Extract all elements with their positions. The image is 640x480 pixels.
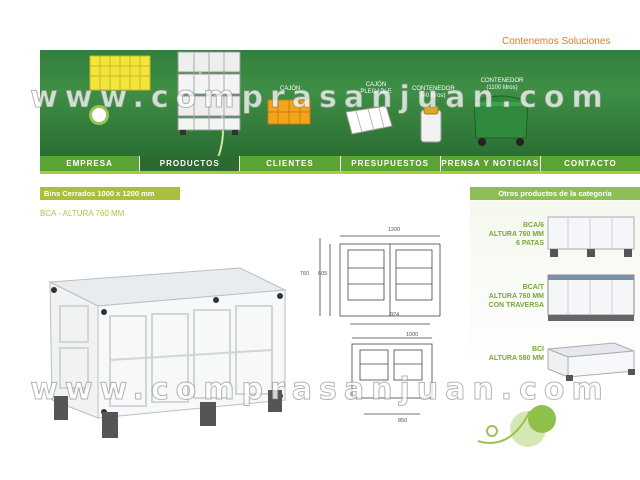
sidebar-item-bca6[interactable]: BCA/6 ALTURA 760 MM 6 PATAS (470, 211, 640, 271)
sidebar-item-bci-line1: BCI (531, 346, 544, 353)
product-cajon-plegable-label[interactable]: CAJÓN PLEGABLE (360, 82, 392, 95)
watermark-top: www.comprasanjuan.com (30, 80, 610, 116)
sidebar-item-bca6-line1: BCA/6 (522, 222, 544, 229)
sidebar-item-bci[interactable]: BCI ALTURA 580 MM (470, 337, 640, 397)
nav-item-empresa[interactable]: EMPRESA (40, 156, 141, 171)
product-contenedor-1100-image[interactable] (470, 90, 532, 148)
dim-inner-width: 924 (390, 312, 400, 318)
product-bins-tolva-label[interactable]: BINS TOLVA MODULAR (174, 40, 240, 46)
header-slogan: Contenemos Soluciones (502, 36, 611, 47)
sidebar-item-bca6-line2: ALTURA 760 MM (488, 231, 544, 238)
dim-height-outer: 760 (300, 271, 310, 277)
sidebar-item-bci-image[interactable] (544, 337, 638, 381)
product-cajon-label[interactable]: CAJÓN (280, 86, 301, 92)
nav-item-contacto[interactable]: CONTACTO (564, 159, 617, 168)
nav-item-clientes[interactable]: CLIENTES (240, 156, 341, 171)
dim-height-inner: 605 (318, 271, 328, 277)
category-tag: Bins Cerrados 1000 x 1200 mm (40, 187, 180, 200)
header-banner: BINS BINS TOLVA MODULAR CAJÓN CAJÓN PLEG… (40, 38, 640, 156)
sidebar-panel: BCA/6 ALTURA 760 MM 6 PATAS BCA/T ALTURA… (470, 201, 640, 480)
product-contenedor-40-image[interactable] (418, 104, 444, 144)
dim-side-inner: 850 (398, 418, 408, 424)
product-cajon-image[interactable] (266, 96, 312, 126)
product-subtitle: BCA - ALTURA 760 MM (40, 209, 125, 218)
sidebar-item-bcat[interactable]: BCA/T ALTURA 760 MM CON TRAVERSA (470, 271, 640, 331)
product-contenedor-1100-label[interactable]: CONTENEDOR (1100 litros) (480, 78, 524, 91)
sidebar-item-bcat-line2: ALTURA 760 MM (488, 293, 544, 300)
sidebar-item-bca6-image[interactable] (544, 211, 638, 261)
main-nav: EMPRESA PRODUCTOS CLIENTES PRESUPUESTOS … (40, 156, 640, 174)
sidebar-item-bcat-line1: BCA/T (522, 284, 544, 291)
sidebar-item-bcat-line3: CON TRAVERSA (488, 302, 544, 309)
watermark-bottom: www.comprasanjuan.com (30, 372, 610, 408)
product-bins-image[interactable] (88, 50, 152, 94)
dim-side-width: 1000 (406, 332, 419, 338)
product-main-image (48, 267, 287, 438)
product-bins-tolva-image[interactable] (174, 50, 244, 136)
technical-drawing (319, 235, 441, 415)
sidebar-item-bci-line2: ALTURA 580 MM (488, 355, 544, 362)
banner-top-strip (40, 38, 640, 50)
product-cajon-plegable-image[interactable] (342, 104, 394, 136)
sidebar-item-bca6-line3: 6 PATAS (515, 240, 544, 247)
nav-item-presupuestos[interactable]: PRESUPUESTOS (341, 156, 441, 171)
product-contenedor-40-label[interactable]: CONTENEDOR (40 litros) (412, 86, 455, 99)
sidebar-item-bcat-image[interactable] (544, 271, 638, 327)
sidebar-title: Otros productos de la categoría (470, 187, 640, 200)
sidebar-decoration (477, 405, 556, 447)
nav-item-productos[interactable]: PRODUCTOS (140, 156, 241, 171)
banner-dot-decoration (92, 108, 106, 122)
dim-top-width: 1200 (388, 227, 401, 233)
nav-item-prensa[interactable]: PRENSA Y NOTICIAS (441, 156, 541, 171)
product-bins-label[interactable]: BINS (115, 40, 130, 46)
